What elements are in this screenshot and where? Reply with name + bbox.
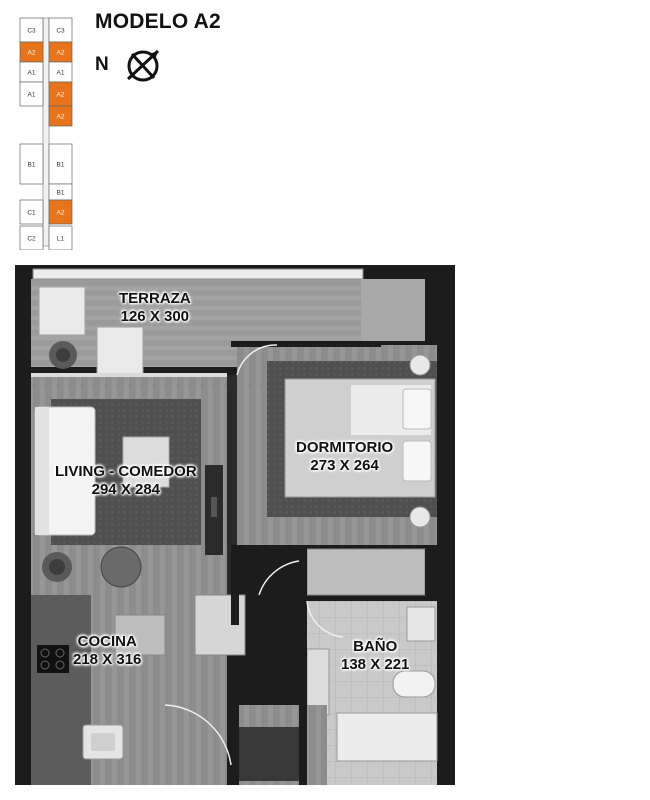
- armchair: [100, 546, 142, 588]
- floor-plan: TERRAZA 126 X 300 DORMITORIO 273 X 264 L…: [15, 265, 455, 785]
- key-plan-unit: [19, 143, 44, 185]
- bedroom-closet: [306, 548, 426, 596]
- bath-door-swing: [306, 600, 344, 638]
- entry-door-swing: [164, 704, 232, 766]
- key-plan-unit-label: A2: [57, 114, 65, 121]
- room-name: TERRAZA: [119, 290, 191, 307]
- room-dims: 126 X 300: [120, 308, 190, 325]
- room-dims: 273 X 264: [310, 457, 379, 474]
- terrace-railing: [32, 268, 364, 280]
- room-dims: 294 X 284: [91, 481, 161, 498]
- bath-sink: [406, 606, 436, 642]
- key-plan-unit: [19, 199, 44, 225]
- key-plan-unit-label: A1: [28, 70, 36, 77]
- terrace-chair: [38, 286, 86, 336]
- key-plan-unit-label: B1: [28, 162, 36, 169]
- key-plan-unit-highlighted: [48, 199, 73, 225]
- key-plan-unit-label: C2: [27, 236, 36, 243]
- entry-cabinet: [237, 727, 307, 781]
- cooktop: [37, 645, 69, 673]
- key-plan-unit-label: B1: [57, 162, 65, 169]
- model-title: MODELO A2: [95, 10, 221, 33]
- key-plan-unit-highlighted: [48, 105, 73, 127]
- key-plan-unit-label: C3: [56, 28, 65, 35]
- floor-plan-drawing: [15, 265, 455, 785]
- key-plan-unit-label: B1: [57, 190, 65, 197]
- room-name: LIVING - COMEDOR: [55, 463, 197, 480]
- north-arrow-icon: [126, 49, 160, 82]
- nightstand-2: [409, 506, 431, 528]
- pillow-2: [402, 440, 432, 482]
- north-label: N: [95, 54, 109, 75]
- terrace-door: [31, 373, 227, 377]
- room-name: BAÑO: [353, 638, 398, 655]
- key-plan-unit-label: A2: [28, 50, 36, 57]
- key-plan-unit-label: A2: [57, 92, 65, 99]
- key-plan-unit-label: C1: [27, 210, 36, 217]
- room-label-cocina: COCINA 218 X 316: [73, 633, 141, 669]
- key-plan-unit-label: A1: [28, 92, 36, 99]
- room-dims: 138 X 221: [341, 656, 410, 673]
- room-dims: 218 X 316: [73, 651, 142, 668]
- room-name: COCINA: [77, 633, 137, 650]
- kitchen-counter: [31, 595, 91, 785]
- nightstand: [409, 354, 431, 376]
- bathtub: [336, 712, 438, 762]
- toilet: [392, 670, 436, 698]
- key-plan-unit: [19, 81, 44, 107]
- room-label-terraza: TERRAZA 126 X 300: [119, 290, 191, 326]
- room-name: DORMITORIO: [296, 439, 394, 456]
- dining-table: [122, 436, 170, 488]
- interior-wall-living: [227, 375, 237, 615]
- key-plan-unit-label: A2: [57, 50, 65, 57]
- room-label-living-comedor: LIVING - COMEDOR 294 X 284: [55, 463, 197, 499]
- closet-door-swing: [258, 560, 300, 596]
- key-plan-unit-label: L1: [57, 236, 65, 243]
- room-label-dormitorio: DORMITORIO 273 X 264: [296, 439, 393, 475]
- terrace-chair-2: [96, 326, 144, 376]
- room-label-bano: BAÑO 138 X 221: [341, 638, 409, 674]
- laundry-area: [361, 279, 425, 341]
- key-plan-unit-label: C3: [27, 28, 36, 35]
- bedroom-door-swing: [236, 344, 278, 376]
- island: [114, 614, 166, 656]
- key-plan-unit-label: A1: [57, 70, 65, 77]
- key-plan-unit-label: A2: [57, 210, 65, 217]
- pillow: [402, 388, 432, 430]
